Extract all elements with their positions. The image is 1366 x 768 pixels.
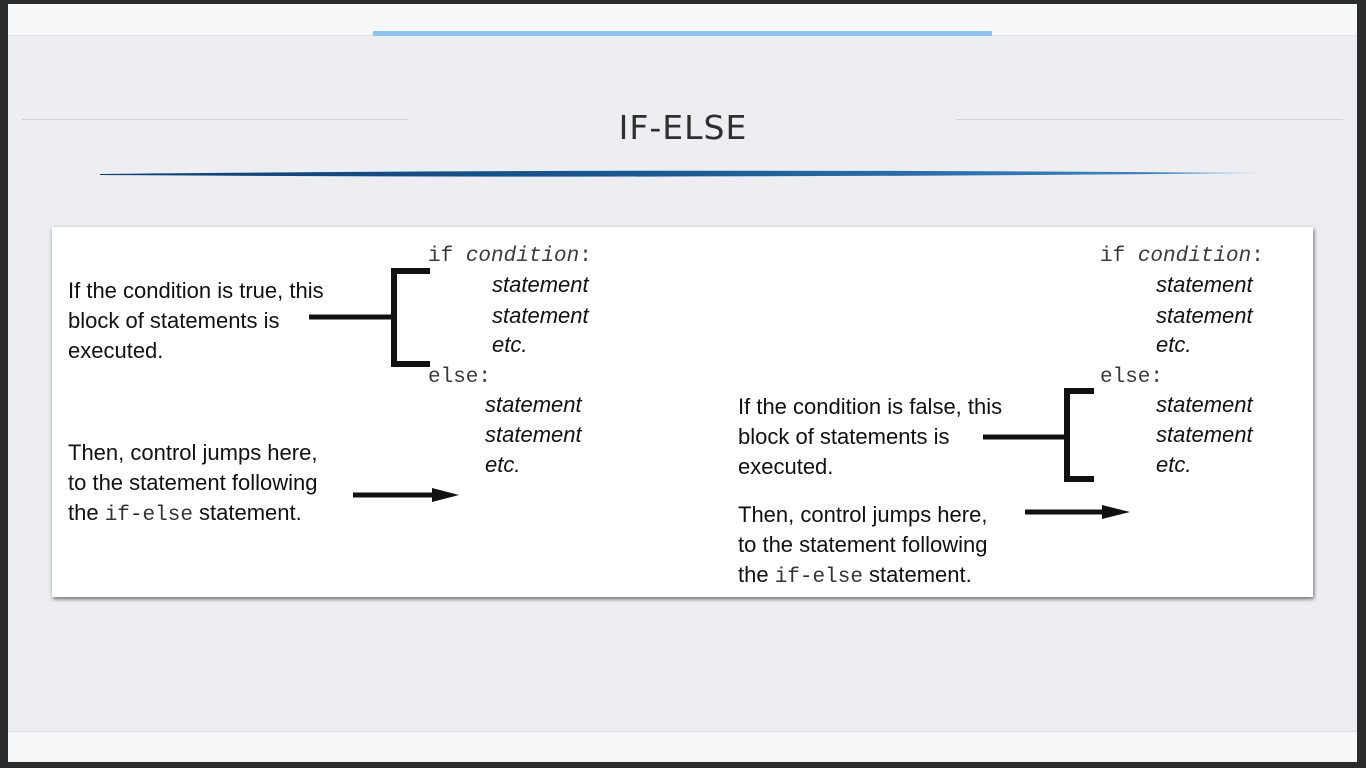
right-false-description: If the condition is false, this block of… — [738, 392, 1002, 482]
right-jump-line-3-code: if-else — [774, 566, 863, 589]
right-if-statement-2: statement — [1156, 303, 1253, 328]
top-accent-bar — [373, 31, 992, 36]
left-true-description-line-3: executed. — [68, 338, 164, 363]
right-else-colon: : — [1150, 366, 1164, 389]
left-else-colon: : — [478, 366, 492, 389]
right-if-colon: : — [1251, 245, 1264, 268]
right-false-description-line-3: executed. — [738, 454, 834, 479]
right-jump-line-3: the if-else statement. — [738, 560, 987, 593]
left-true-description-line-1: If the condition is true, this — [68, 278, 324, 303]
left-jump-line-2: to the statement following — [68, 470, 318, 495]
diagram-panel: if condition: statement statement etc. e… — [52, 227, 1313, 597]
right-else-bracket — [1064, 388, 1094, 482]
connector-shapes — [309, 268, 1130, 519]
right-if-statement-1: statement — [1156, 272, 1253, 297]
right-if-statement-3: etc. — [1156, 332, 1192, 357]
right-else-statement-2: statement — [1156, 422, 1253, 447]
right-false-description-line-1: If the condition is false, this — [738, 394, 1003, 419]
right-jump-line-3-prefix: the — [738, 562, 775, 587]
left-condition: condition — [465, 245, 580, 268]
left-jump-arrow-head — [432, 488, 459, 502]
left-else-statement-1: statement — [485, 392, 582, 417]
right-else-statement-1: statement — [1156, 392, 1253, 417]
right-jump-line-3-suffix: statement. — [862, 562, 972, 587]
right-else-statement-3: etc. — [1156, 452, 1192, 477]
bottom-bar — [8, 731, 1357, 762]
slide: IF-ELSE if conditi — [8, 4, 1357, 762]
left-if-colon: : — [579, 245, 592, 268]
left-if-statement-2: statement — [492, 303, 589, 328]
left-true-description: If the condition is true, this block of … — [68, 276, 324, 366]
left-jump-line-3-suffix: statement. — [192, 500, 302, 525]
left-jump-description: Then, control jumps here, to the stateme… — [68, 438, 317, 531]
right-jump-line-1: Then, control jumps here, — [738, 502, 988, 527]
left-jump-line-3: the if-else statement. — [68, 498, 317, 531]
left-else-line: else: — [428, 366, 491, 389]
left-if-line: if condition: — [428, 245, 592, 268]
title-rule-right — [956, 119, 1343, 120]
left-jump-line-3-code: if-else — [104, 504, 193, 527]
left-jump-line-1: Then, control jumps here, — [68, 440, 318, 465]
title-rule-left — [22, 119, 408, 120]
left-if-bracket — [391, 268, 430, 367]
slide-title: IF-ELSE — [618, 108, 748, 147]
right-else-keyword: else — [1100, 366, 1151, 389]
left-if-keyword: if — [428, 245, 454, 268]
left-if-statement-3: etc. — [492, 332, 528, 357]
left-jump-line-3-prefix: the — [68, 500, 105, 525]
right-jump-arrow-head — [1102, 505, 1130, 519]
left-true-description-line-2: block of statements is — [68, 308, 280, 333]
right-else-line: else: — [1100, 366, 1163, 389]
right-jump-description: Then, control jumps here, to the stateme… — [738, 500, 987, 593]
right-if-line: if condition: — [1100, 245, 1264, 268]
right-if-keyword: if — [1100, 245, 1126, 268]
right-jump-line-2: to the statement following — [738, 532, 988, 557]
left-else-statement-3: etc. — [485, 452, 521, 477]
title-underline-swoosh — [100, 170, 1260, 177]
left-if-statement-1: statement — [492, 272, 589, 297]
right-false-description-line-2: block of statements is — [738, 424, 950, 449]
left-else-keyword: else — [428, 366, 479, 389]
left-else-statement-2: statement — [485, 422, 582, 447]
right-condition: condition — [1137, 245, 1252, 268]
